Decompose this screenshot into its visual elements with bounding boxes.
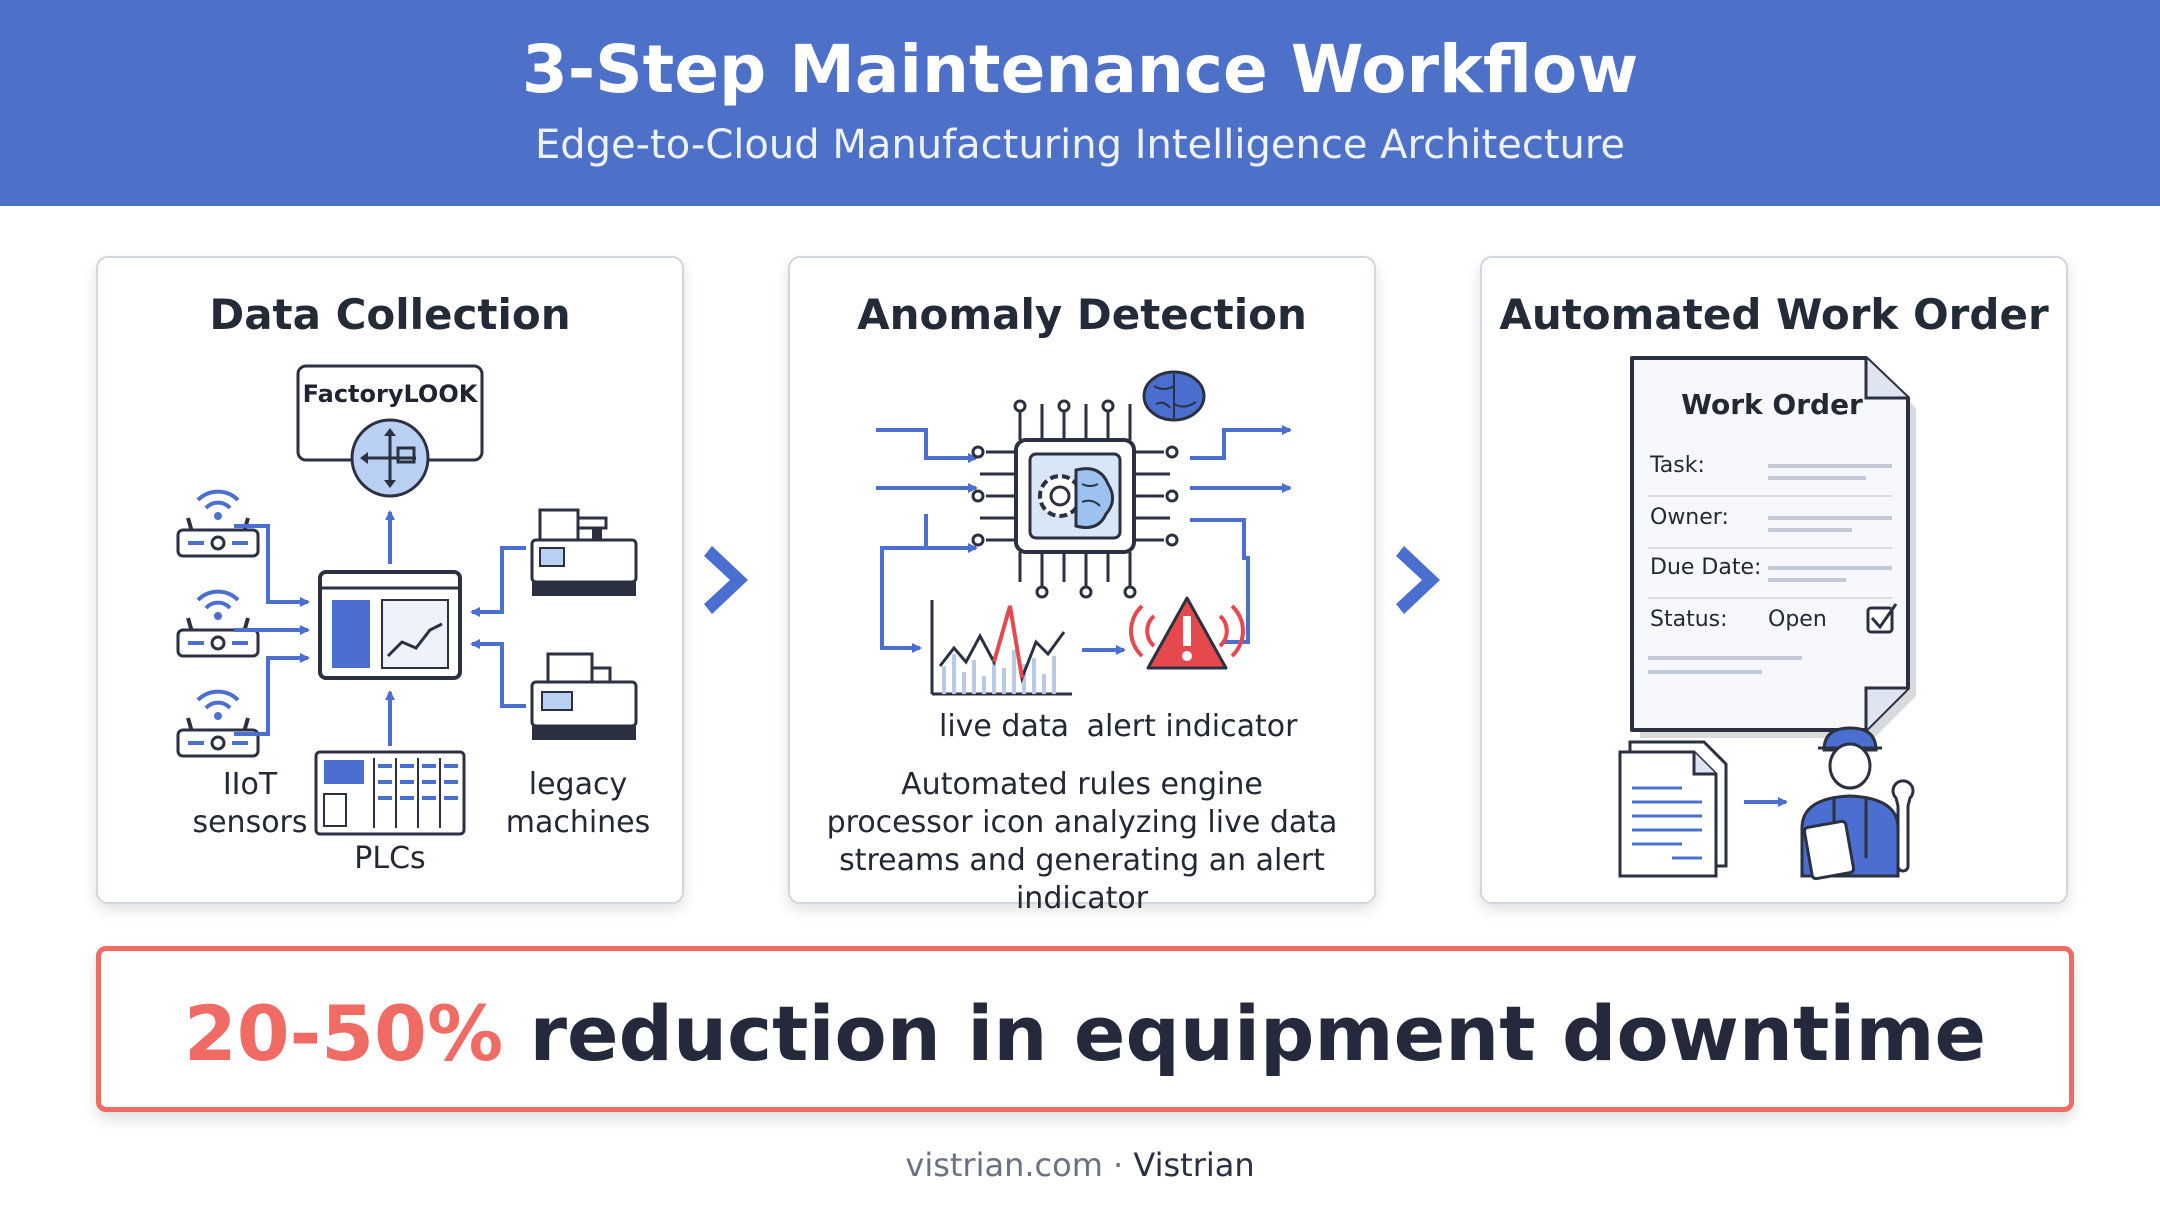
- status-value: Open: [1768, 607, 1827, 632]
- machines-label: legacy machines: [505, 767, 651, 840]
- sensors-label: IIoT sensors: [192, 767, 308, 840]
- factorylook-box: FactoryLOOK: [296, 364, 484, 462]
- chevron-right-icon: [704, 546, 748, 614]
- page-subtitle: Edge-to-Cloud Manufacturing Intelligence…: [534, 122, 1626, 168]
- footer-brand: Vistrian: [1133, 1146, 1255, 1184]
- work-order-diagram: Work Order Task: Owner: Due Date: Status…: [1618, 356, 1916, 881]
- wifi-sensor-icon: [176, 589, 260, 658]
- step-title: Data Collection: [209, 290, 571, 339]
- live-data-chart-icon: [930, 600, 1072, 696]
- data-collection-diagram: FactoryLOOK: [176, 364, 638, 836]
- footer-site: vistrian.com: [905, 1146, 1103, 1184]
- gateway-icon: [350, 418, 430, 498]
- page-title: 3-Step Maintenance Workflow: [521, 31, 1639, 108]
- anomaly-detection-diagram: [876, 370, 1292, 696]
- work-order-document: Work Order Task: Owner: Due Date: Status…: [1630, 356, 1916, 738]
- footer-separator: ·: [1113, 1146, 1124, 1184]
- step-anomaly-detection-panel: Anomaly Detection: [788, 256, 1376, 916]
- step-work-order-panel: Automated Work Order Work Order Task: Ow…: [1480, 256, 2068, 904]
- callout-body: reduction in equipment downtime: [503, 989, 1987, 1078]
- step-data-collection-panel: Data Collection FactoryLOOK: [96, 256, 684, 904]
- step-title: Anomaly Detection: [857, 290, 1307, 339]
- step-description: Automated rules engine processor icon an…: [826, 767, 1338, 916]
- field-label-owner: Owner:: [1650, 505, 1729, 530]
- downtime-callout: 20-50% reduction in equipment downtime: [96, 946, 2074, 1112]
- checkbox-checked-icon: [1866, 603, 1898, 634]
- step-title: Automated Work Order: [1499, 290, 2049, 339]
- field-label-due-date: Due Date:: [1650, 555, 1761, 580]
- callout-highlight: 20-50%: [183, 989, 504, 1078]
- live-data-label: live data: [939, 709, 1069, 744]
- input-arrows: [876, 428, 978, 553]
- sensor-connectors: [234, 524, 310, 736]
- document-icon: [1618, 740, 1728, 878]
- factorylook-label: FactoryLOOK: [303, 380, 479, 408]
- work-order-heading: Work Order: [1681, 388, 1863, 421]
- wifi-sensor-icon: [176, 489, 260, 558]
- callout-text: 20-50% reduction in equipment downtime: [101, 989, 2069, 1079]
- field-label-status: Status:: [1650, 607, 1728, 632]
- chevron-right-icon: [1396, 546, 1440, 614]
- plcs-label: PLCs: [354, 841, 426, 876]
- technician-icon: [1800, 726, 1915, 881]
- wifi-sensor-icon: [176, 689, 260, 758]
- plc-rack-icon: [314, 750, 466, 836]
- gear-icon: [1038, 474, 1082, 518]
- dashboard-monitor-icon: [318, 570, 462, 680]
- chip-brain-icon: [1074, 467, 1114, 529]
- alert-warning-icon: [1129, 596, 1245, 670]
- header-banner: 3-Step Maintenance Workflow Edge-to-Clou…: [0, 0, 2160, 206]
- output-arrows: [1190, 425, 1292, 644]
- machine-connectors: [470, 546, 526, 708]
- alert-indicator-label: alert indicator: [1086, 709, 1298, 744]
- legacy-machine-icon: [530, 508, 638, 596]
- brain-icon: [1142, 370, 1206, 422]
- feedback-arrow: [880, 546, 926, 653]
- legacy-machine-icon: [530, 652, 638, 740]
- field-label-task: Task:: [1649, 453, 1705, 478]
- footer-credit: vistrian.com · Vistrian: [0, 1144, 2160, 1186]
